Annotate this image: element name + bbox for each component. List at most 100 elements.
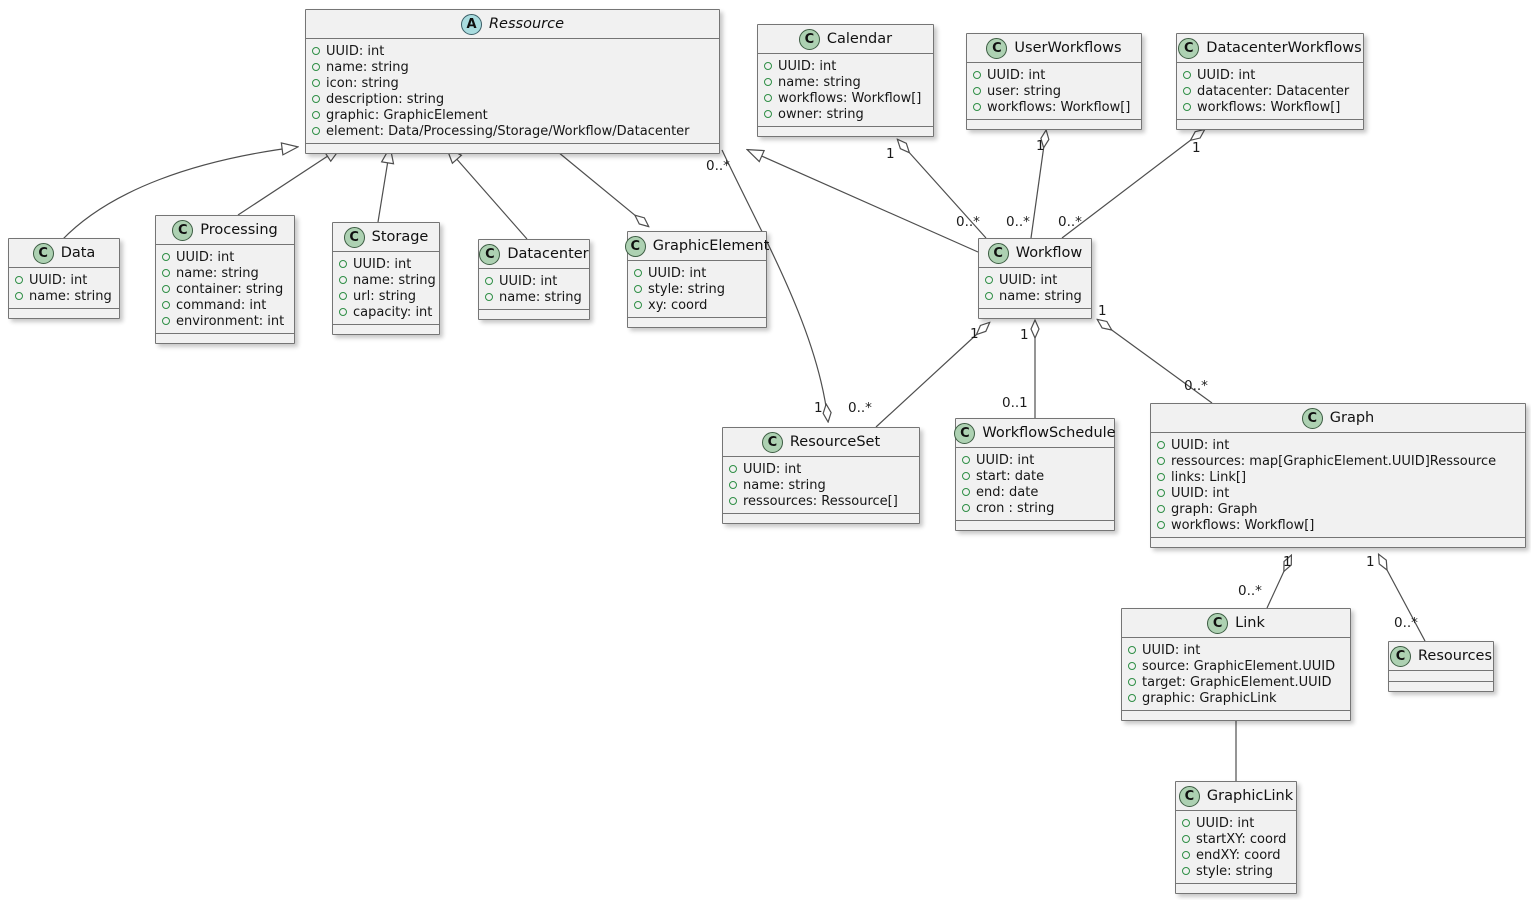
attribute-row: UUID: int <box>634 265 759 281</box>
attribute-row: UUID: int <box>1157 437 1518 453</box>
multiplicity-label: 0..* <box>1006 214 1030 230</box>
field-visibility-icon <box>312 63 320 71</box>
field-visibility-icon <box>985 276 993 284</box>
class-title: Ressource <box>488 16 565 32</box>
methods-compartment <box>306 143 719 153</box>
class-workflow: C Workflow UUID: int name: string <box>978 238 1092 319</box>
class-resources: C Resources <box>1388 641 1494 692</box>
class-ressource: A Ressource UUID: int name: string icon:… <box>305 9 720 154</box>
attribute-row: workflows: Workflow[] <box>973 99 1134 115</box>
field-visibility-icon <box>162 301 170 309</box>
field-visibility-icon <box>985 292 993 300</box>
methods-compartment <box>1176 883 1296 893</box>
field-visibility-icon <box>1183 87 1191 95</box>
multiplicity-label: 1 <box>886 146 895 162</box>
class-processing: C Processing UUID: int name: string cont… <box>155 215 295 344</box>
field-visibility-icon <box>962 488 970 496</box>
class-calendar: C Calendar UUID: int name: string workfl… <box>757 24 934 137</box>
class-icon: C <box>479 243 501 265</box>
attribute-row: owner: string <box>764 106 926 122</box>
methods-compartment <box>967 119 1141 129</box>
attribute-row: capacity: int <box>339 304 432 320</box>
attribute-row: name: string <box>729 477 912 493</box>
field-visibility-icon <box>1128 694 1136 702</box>
class-icon: C <box>1301 407 1323 429</box>
class-icon: C <box>986 37 1008 59</box>
multiplicity-label: 1 <box>1098 303 1107 319</box>
class-graphicelement-header: C GraphicElement <box>624 232 769 261</box>
field-visibility-icon <box>634 269 642 277</box>
class-ressource-header: A Ressource <box>306 10 719 39</box>
fields-compartment-empty <box>1389 671 1493 681</box>
multiplicity-label: 0..1 <box>1002 395 1028 411</box>
class-processing-header: C Processing <box>156 216 294 245</box>
class-icon: C <box>1178 785 1200 807</box>
multiplicity-label: 1 <box>1036 138 1045 154</box>
multiplicity-label: 0..* <box>1058 214 1082 230</box>
attribute-row: graphic: GraphicLink <box>1128 690 1343 706</box>
class-title: ResourceSet <box>789 434 881 450</box>
attribute-row: command: int <box>162 297 287 313</box>
edge-resourceset-ressource <box>721 149 828 421</box>
attribute-row: name: string <box>485 289 582 305</box>
class-title: Datacenter <box>507 246 589 262</box>
attribute-row: container: string <box>162 281 287 297</box>
field-visibility-icon <box>729 497 737 505</box>
field-visibility-icon <box>764 78 772 86</box>
class-userworkflows: C UserWorkflows UUID: int user: string w… <box>966 33 1142 130</box>
multiplicity-label: 1 <box>1192 140 1201 156</box>
field-visibility-icon <box>764 94 772 102</box>
field-visibility-icon <box>1182 835 1190 843</box>
field-visibility-icon <box>162 269 170 277</box>
multiplicity-label: 0..* <box>1184 378 1208 394</box>
edge-inheritance-datacenter-ressource <box>447 148 528 240</box>
field-visibility-icon <box>729 481 737 489</box>
field-visibility-icon <box>729 465 737 473</box>
attribute-row: UUID: int <box>485 273 582 289</box>
attribute-row: target: GraphicElement.UUID <box>1128 674 1343 690</box>
edge-userworkflows-workflow <box>1030 131 1046 239</box>
attribute-row: endXY: coord <box>1182 847 1289 863</box>
attribute-row: UUID: int <box>962 452 1107 468</box>
edge-inheritance-data-ressource <box>61 147 297 241</box>
attribute-row: UUID: int <box>764 58 926 74</box>
field-visibility-icon <box>162 285 170 293</box>
methods-compartment <box>628 317 766 327</box>
field-visibility-icon <box>1128 662 1136 670</box>
class-calendar-header: C Calendar <box>758 25 933 54</box>
class-storage-header: C Storage <box>333 223 439 252</box>
field-visibility-icon <box>1157 457 1165 465</box>
class-title: Resources <box>1417 648 1493 664</box>
attribute-row: UUID: int <box>985 272 1084 288</box>
class-icon: C <box>761 431 783 453</box>
attribute-row: UUID: int <box>1128 642 1343 658</box>
attribute-row: workflows: Workflow[] <box>764 90 926 106</box>
class-icon: C <box>624 235 646 257</box>
class-graphiclink: C GraphicLink UUID: int startXY: coord e… <box>1175 781 1297 894</box>
class-icon: C <box>1207 612 1229 634</box>
field-visibility-icon <box>15 292 23 300</box>
edge-calendar-workflow <box>898 140 987 239</box>
class-title: Storage <box>371 229 429 245</box>
attribute-row: url: string <box>339 288 432 304</box>
field-visibility-icon <box>162 253 170 261</box>
attribute-row: UUID: int <box>1182 815 1289 831</box>
class-title: GraphicElement <box>652 238 770 254</box>
field-visibility-icon <box>1157 473 1165 481</box>
class-workflowschedule-header: C WorkflowSchedule <box>954 419 1116 448</box>
class-icon: C <box>1178 37 1200 59</box>
methods-compartment <box>979 308 1091 318</box>
class-graphiclink-header: C GraphicLink <box>1176 782 1296 811</box>
attribute-row: UUID: int <box>339 256 432 272</box>
attribute-row: UUID: int <box>973 67 1134 83</box>
attribute-row: UUID: int <box>312 43 712 59</box>
field-visibility-icon <box>634 285 642 293</box>
field-visibility-icon <box>764 110 772 118</box>
field-visibility-icon <box>962 472 970 480</box>
field-visibility-icon <box>973 71 981 79</box>
attribute-row: start: date <box>962 468 1107 484</box>
class-icon: C <box>32 242 54 264</box>
attribute-row: workflows: Workflow[] <box>1157 517 1518 533</box>
